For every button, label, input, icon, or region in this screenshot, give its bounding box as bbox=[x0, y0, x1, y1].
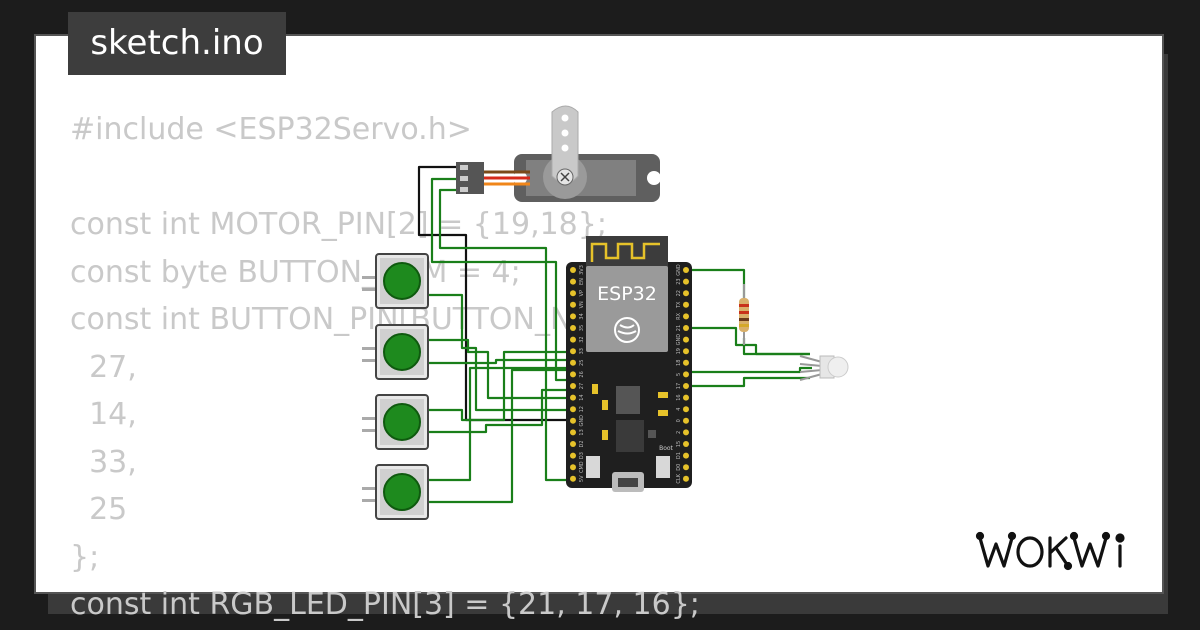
board-pin[interactable] bbox=[570, 348, 576, 355]
pin-label: 35 bbox=[579, 325, 585, 331]
push-button[interactable] bbox=[362, 464, 429, 520]
board-pin[interactable] bbox=[683, 406, 689, 413]
pin-label: 22 bbox=[676, 290, 682, 296]
code-line: }; bbox=[70, 539, 100, 575]
pin-label: D3 bbox=[579, 452, 585, 459]
pin-label: 19 bbox=[676, 348, 682, 354]
pin-label: 3V3 bbox=[579, 265, 585, 275]
board-pin[interactable] bbox=[570, 406, 576, 413]
board-pin[interactable] bbox=[570, 359, 576, 366]
board-pin[interactable] bbox=[683, 267, 689, 273]
pin-label: VN bbox=[579, 301, 585, 308]
board-pin[interactable] bbox=[683, 441, 689, 447]
board-pin[interactable] bbox=[570, 301, 576, 308]
board-pin[interactable] bbox=[683, 475, 689, 482]
code-line: 27, bbox=[70, 349, 137, 385]
push-button[interactable] bbox=[362, 253, 429, 309]
pin-label: 16 bbox=[676, 394, 682, 400]
pin-label: VP bbox=[579, 290, 585, 296]
code-line: const int RGB_LED_PIN[3] = {21, 17, 16}; bbox=[70, 587, 700, 622]
board-pin[interactable] bbox=[683, 464, 689, 471]
pin-label: 18 bbox=[676, 360, 682, 366]
pin-label: TX bbox=[676, 301, 682, 309]
servo-motor[interactable] bbox=[456, 105, 661, 202]
board-pin[interactable] bbox=[683, 336, 689, 343]
pin-label: 25 bbox=[579, 360, 585, 366]
boot-label: Boot bbox=[659, 445, 673, 452]
pin-label: GND bbox=[676, 264, 682, 276]
code-line: 25 bbox=[70, 492, 128, 527]
board-pin[interactable] bbox=[683, 452, 689, 459]
board-pin[interactable] bbox=[683, 383, 689, 389]
code-line: #include <ESP32Servo.h> bbox=[70, 112, 472, 147]
board-pin[interactable] bbox=[570, 394, 576, 401]
pin-label: 33 bbox=[579, 348, 585, 354]
board-pin[interactable] bbox=[570, 475, 576, 482]
logo-text: WOKWI bbox=[0, 0, 1, 1]
pin-label: 4 bbox=[676, 408, 682, 411]
board-pin[interactable] bbox=[570, 417, 576, 424]
board-pin[interactable] bbox=[570, 464, 576, 471]
board-pin[interactable] bbox=[683, 359, 689, 366]
pin-label: D1 bbox=[676, 452, 682, 459]
pin-label: EN bbox=[579, 278, 585, 285]
board-pin[interactable] bbox=[570, 290, 576, 297]
esp32-board[interactable]: ESP32 Boot 3V3ENVPVN343532332526271412GN… bbox=[566, 236, 692, 492]
pin-label: CMD bbox=[579, 461, 585, 473]
pin-label: 17 bbox=[676, 383, 682, 389]
board-pin[interactable] bbox=[570, 429, 576, 436]
pin-label: 0 bbox=[676, 419, 682, 422]
rgb-led[interactable] bbox=[799, 355, 849, 381]
board-pin[interactable] bbox=[570, 336, 576, 343]
board-pin[interactable] bbox=[683, 371, 689, 378]
pin-label: 2 bbox=[676, 431, 682, 434]
pin-label: D2 bbox=[579, 440, 585, 447]
board-pin[interactable] bbox=[683, 278, 689, 285]
pin-label: 23 bbox=[676, 278, 682, 284]
pin-label: 14 bbox=[579, 394, 585, 400]
board-pin[interactable] bbox=[570, 452, 576, 459]
pin-label: RX bbox=[676, 312, 682, 319]
board-pin[interactable] bbox=[570, 325, 576, 331]
board-pin[interactable] bbox=[570, 383, 576, 389]
code-line: 33, bbox=[70, 444, 137, 480]
board-pin[interactable] bbox=[683, 417, 689, 424]
pin-label: 27 bbox=[579, 383, 585, 389]
board-pin[interactable] bbox=[570, 267, 576, 273]
board-pin[interactable] bbox=[570, 371, 576, 378]
wokwi-logo bbox=[975, 531, 1125, 571]
board-pin[interactable] bbox=[683, 429, 689, 436]
board-pin[interactable] bbox=[683, 313, 689, 320]
resistor[interactable] bbox=[739, 284, 749, 345]
board-pin[interactable] bbox=[570, 278, 576, 285]
pin-label: GND bbox=[579, 415, 585, 427]
push-button[interactable] bbox=[362, 394, 429, 450]
pin-label: 32 bbox=[579, 336, 585, 342]
board-pin[interactable] bbox=[683, 348, 689, 355]
pin-label: 5V bbox=[579, 475, 585, 482]
pin-label: D0 bbox=[676, 464, 682, 471]
board-label: ESP32 bbox=[597, 283, 657, 305]
board-pin[interactable] bbox=[683, 325, 689, 331]
pin-label: 21 bbox=[676, 325, 682, 331]
board-pin[interactable] bbox=[570, 313, 576, 320]
board-pin[interactable] bbox=[683, 301, 689, 308]
pin-label: 12 bbox=[579, 406, 585, 412]
pin-label: CLK bbox=[676, 473, 682, 483]
code-line: 14, bbox=[70, 397, 137, 432]
push-button[interactable] bbox=[362, 324, 429, 380]
board-pin[interactable] bbox=[570, 441, 576, 447]
pin-label: GND bbox=[676, 334, 682, 346]
code-line: const int MOTOR_PIN[2] = {19,18}; bbox=[70, 207, 607, 242]
pin-label: 15 bbox=[676, 441, 682, 447]
board-pin[interactable] bbox=[683, 394, 689, 401]
pin-label: 26 bbox=[579, 371, 585, 377]
board-pin[interactable] bbox=[683, 290, 689, 297]
pin-label: 34 bbox=[579, 313, 585, 319]
pin-label: 13 bbox=[579, 429, 585, 435]
pin-label: 5 bbox=[676, 373, 682, 376]
file-tab[interactable]: sketch.ino bbox=[68, 12, 286, 75]
